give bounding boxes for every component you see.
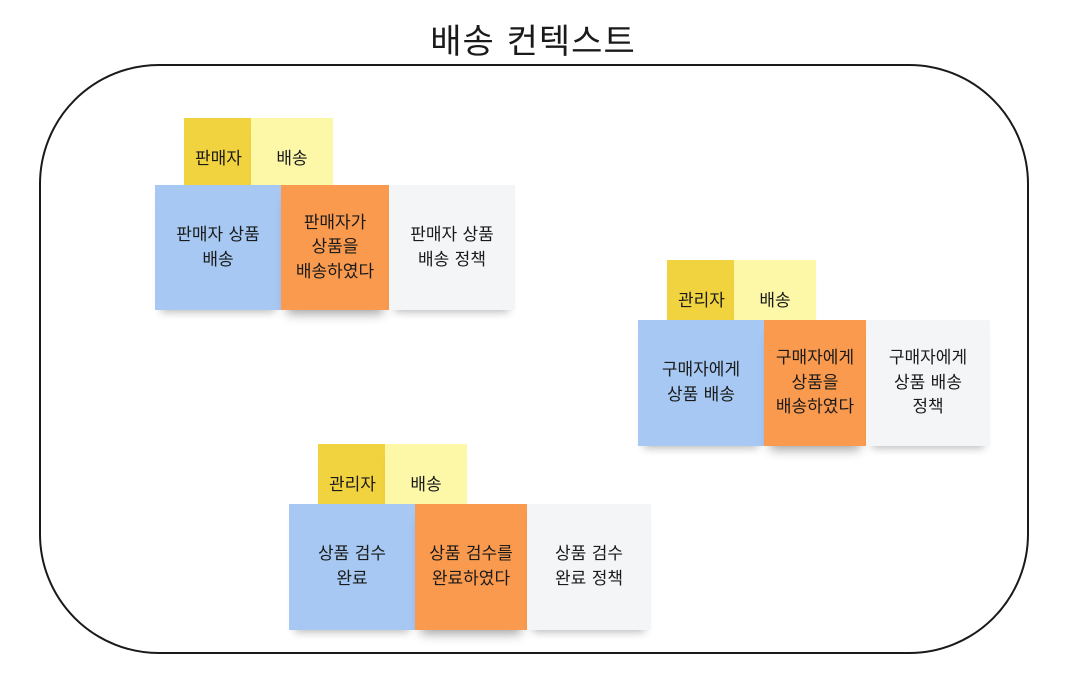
event-group-inspection: 관리자 배송 상품 검수 완료 상품 검수를 완료하였다 상품 검수 완료 정책 xyxy=(289,444,659,644)
event-sticky[interactable]: 구매자에게 상품을 배송하였다 xyxy=(764,320,866,446)
command-sticky[interactable]: 상품 검수 완료 xyxy=(289,504,415,630)
actor-label: 관리자 xyxy=(678,290,725,311)
actor-label: 판매자 xyxy=(195,148,242,169)
event-label: 상품 검수를 완료하였다 xyxy=(429,544,513,589)
event-group-buyer-delivery: 관리자 배송 구매자에게 상품 배송 구매자에게 상품을 배송하였다 구매자에게… xyxy=(638,260,1008,460)
command-sticky[interactable]: 구매자에게 상품 배송 xyxy=(638,320,764,446)
board-title: 배송 컨텍스트 xyxy=(430,22,636,62)
policy-sticky[interactable]: 상품 검수 완료 정책 xyxy=(527,504,651,630)
command-label: 판매자 상품 배송 xyxy=(176,224,260,270)
policy-label: 상품 검수 완료 정책 xyxy=(555,544,623,589)
actor-label: 관리자 xyxy=(329,474,376,495)
policy-label: 판매자 상품 배송 정책 xyxy=(410,224,494,270)
context-label: 배송 xyxy=(410,474,442,495)
context-label: 배송 xyxy=(276,148,308,169)
policy-label: 구매자에게 상품 배송 정책 xyxy=(888,348,968,418)
event-group-seller-shipping: 판매자 배송 판매자 상품 배송 판매자가 상품을 배송하였다 판매자 상품 배… xyxy=(155,118,525,318)
event-label: 구매자에게 상품을 배송하였다 xyxy=(775,348,855,418)
command-label: 상품 검수 완료 xyxy=(318,544,386,589)
event-sticky[interactable]: 판매자가 상품을 배송하였다 xyxy=(281,185,389,310)
policy-sticky[interactable]: 구매자에게 상품 배송 정책 xyxy=(866,320,990,446)
event-label: 판매자가 상품을 배송하였다 xyxy=(295,212,375,282)
command-label: 구매자에게 상품 배송 xyxy=(661,360,741,405)
command-sticky[interactable]: 판매자 상품 배송 xyxy=(155,185,281,310)
bounded-context-boundary[interactable] xyxy=(39,64,1029,654)
event-sticky[interactable]: 상품 검수를 완료하였다 xyxy=(415,504,527,630)
policy-sticky[interactable]: 판매자 상품 배송 정책 xyxy=(389,185,515,310)
context-label: 배송 xyxy=(759,290,791,311)
